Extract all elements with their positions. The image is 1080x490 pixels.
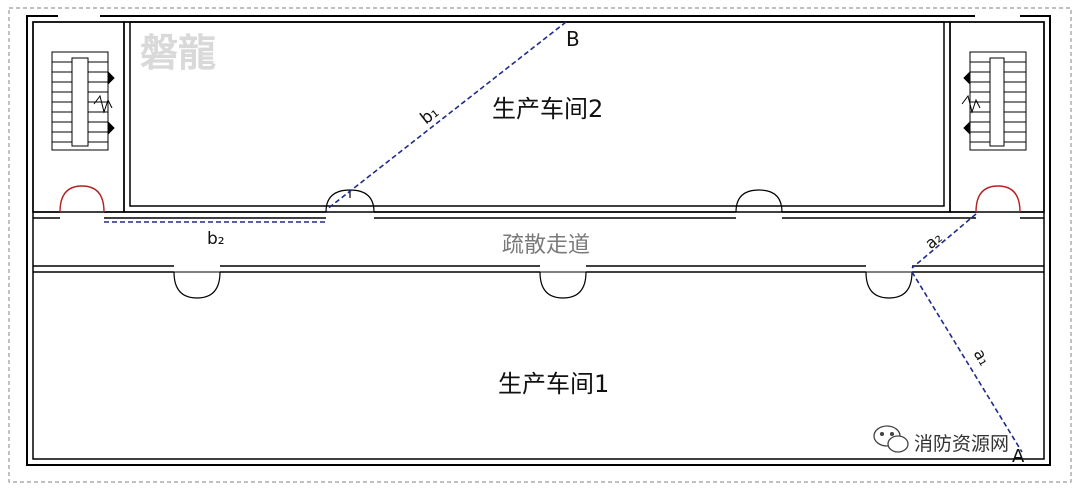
wechat-logo-icon bbox=[873, 425, 909, 453]
door-workshop2-right bbox=[735, 189, 783, 213]
exit-door-right-stair bbox=[975, 185, 1021, 213]
brand-label: 消防资源网 bbox=[914, 433, 1009, 455]
route-a1 bbox=[911, 271, 1023, 453]
segment-a2-label: a₂ bbox=[921, 228, 946, 253]
point-a-label: A bbox=[1012, 446, 1025, 467]
point-b-label: B bbox=[566, 27, 580, 51]
route-a2 bbox=[911, 213, 977, 269]
watermark-text: 磐龍 bbox=[140, 31, 216, 75]
building-outer-wall bbox=[26, 15, 1051, 466]
stairwell-left bbox=[32, 21, 125, 213]
workshop-1-label: 生产车间1 bbox=[498, 370, 609, 398]
segment-b2-label: b₂ bbox=[207, 229, 225, 249]
door-workshop1-middle bbox=[539, 271, 587, 299]
route-b1 bbox=[325, 21, 567, 211]
door-workshop2-left bbox=[325, 189, 375, 213]
segment-a1-label: a₁ bbox=[970, 345, 995, 369]
door-workshop1-left bbox=[173, 271, 221, 299]
outer-dashed-border bbox=[8, 7, 1072, 483]
corridor-label: 疏散走道 bbox=[502, 233, 590, 258]
evacuation-routes bbox=[104, 21, 1023, 453]
exit-door-left-stair bbox=[59, 185, 105, 213]
segment-b1-label: b₁ bbox=[417, 102, 443, 129]
door-workshop1-right bbox=[865, 271, 913, 299]
workshop-1 bbox=[32, 271, 1045, 460]
stairwell-right bbox=[949, 21, 1045, 213]
workshop-2-label: 生产车间2 bbox=[492, 95, 603, 123]
